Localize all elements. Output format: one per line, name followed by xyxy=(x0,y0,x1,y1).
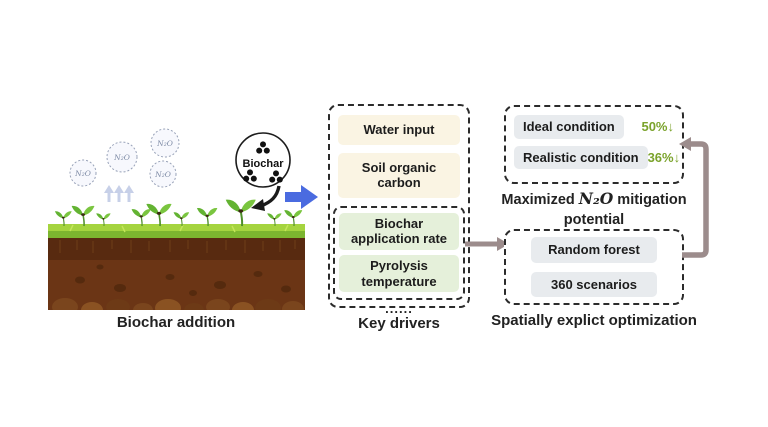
mitigation-caption-suffix: mitigation potential xyxy=(563,192,687,228)
gas-bubble: N₂O xyxy=(150,128,180,158)
svg-text:N₂O: N₂O xyxy=(156,139,173,148)
driver-pill-water-input: Water input xyxy=(338,115,460,145)
mitigation-result-box: Ideal condition 50%↓ Realistic condition… xyxy=(504,105,684,184)
key-drivers-box: Water input Soil organic carbon Biochar … xyxy=(328,104,470,315)
mitigation-row: Realistic condition 36%↓ xyxy=(514,145,680,170)
ideal-condition-pill: Ideal condition xyxy=(514,115,624,139)
svg-text:N₂O: N₂O xyxy=(74,169,91,178)
optimization-to-mitigation-arrow-icon xyxy=(679,137,709,258)
realistic-condition-value: 36%↓ xyxy=(647,149,681,165)
ideal-condition-value: 50%↓ xyxy=(641,119,674,135)
gas-bubble: N₂O xyxy=(69,159,97,187)
mitigation-caption: Maximized N₂O mitigation potential xyxy=(492,189,696,230)
biochar-circle: Biochar xyxy=(235,132,291,188)
scenarios-pill: 360 scenarios xyxy=(531,271,657,298)
biochar-addition-caption: Biochar addition xyxy=(116,314,236,331)
soil-profile xyxy=(48,224,305,310)
curved-arrow-icon xyxy=(251,185,281,211)
up-arrows-icon xyxy=(104,185,134,202)
n2o-formula: N₂O xyxy=(578,189,614,208)
key-drivers-caption: Key drivers xyxy=(358,315,440,332)
svg-text:N₂O: N₂O xyxy=(154,170,171,179)
gas-bubble: N₂O xyxy=(106,141,138,173)
driver-pill-biochar-application-rate: Biochar application rate xyxy=(339,212,459,250)
gas-bubble: N₂O xyxy=(149,160,177,188)
biochar-field-illustration: N₂O N₂O N₂O N₂O xyxy=(48,128,318,310)
optimization-box: Random forest 360 scenarios xyxy=(504,229,684,305)
realistic-condition-pill: Realistic condition xyxy=(514,145,648,170)
svg-text:Biochar: Biochar xyxy=(243,158,285,170)
flow-arrow-icon xyxy=(285,185,318,209)
stones xyxy=(52,298,304,310)
more-drivers-ellipsis: ...... xyxy=(385,301,413,317)
driver-pill-pyrolysis-temperature: Pyrolysis temperature xyxy=(339,254,459,293)
drivers-to-optimization-arrow-icon xyxy=(465,237,509,251)
mitigation-caption-prefix: Maximized xyxy=(501,192,575,208)
biochar-drivers-subbox: Biochar application rate Pyrolysis tempe… xyxy=(333,205,465,301)
svg-text:N₂O: N₂O xyxy=(113,153,130,162)
driver-pill-soil-organic-carbon: Soil organic carbon xyxy=(338,152,460,198)
optimization-caption: Spatially explict optimization xyxy=(491,312,697,329)
mitigation-row: Ideal condition 50%↓ xyxy=(514,115,674,139)
random-forest-pill: Random forest xyxy=(531,236,657,263)
